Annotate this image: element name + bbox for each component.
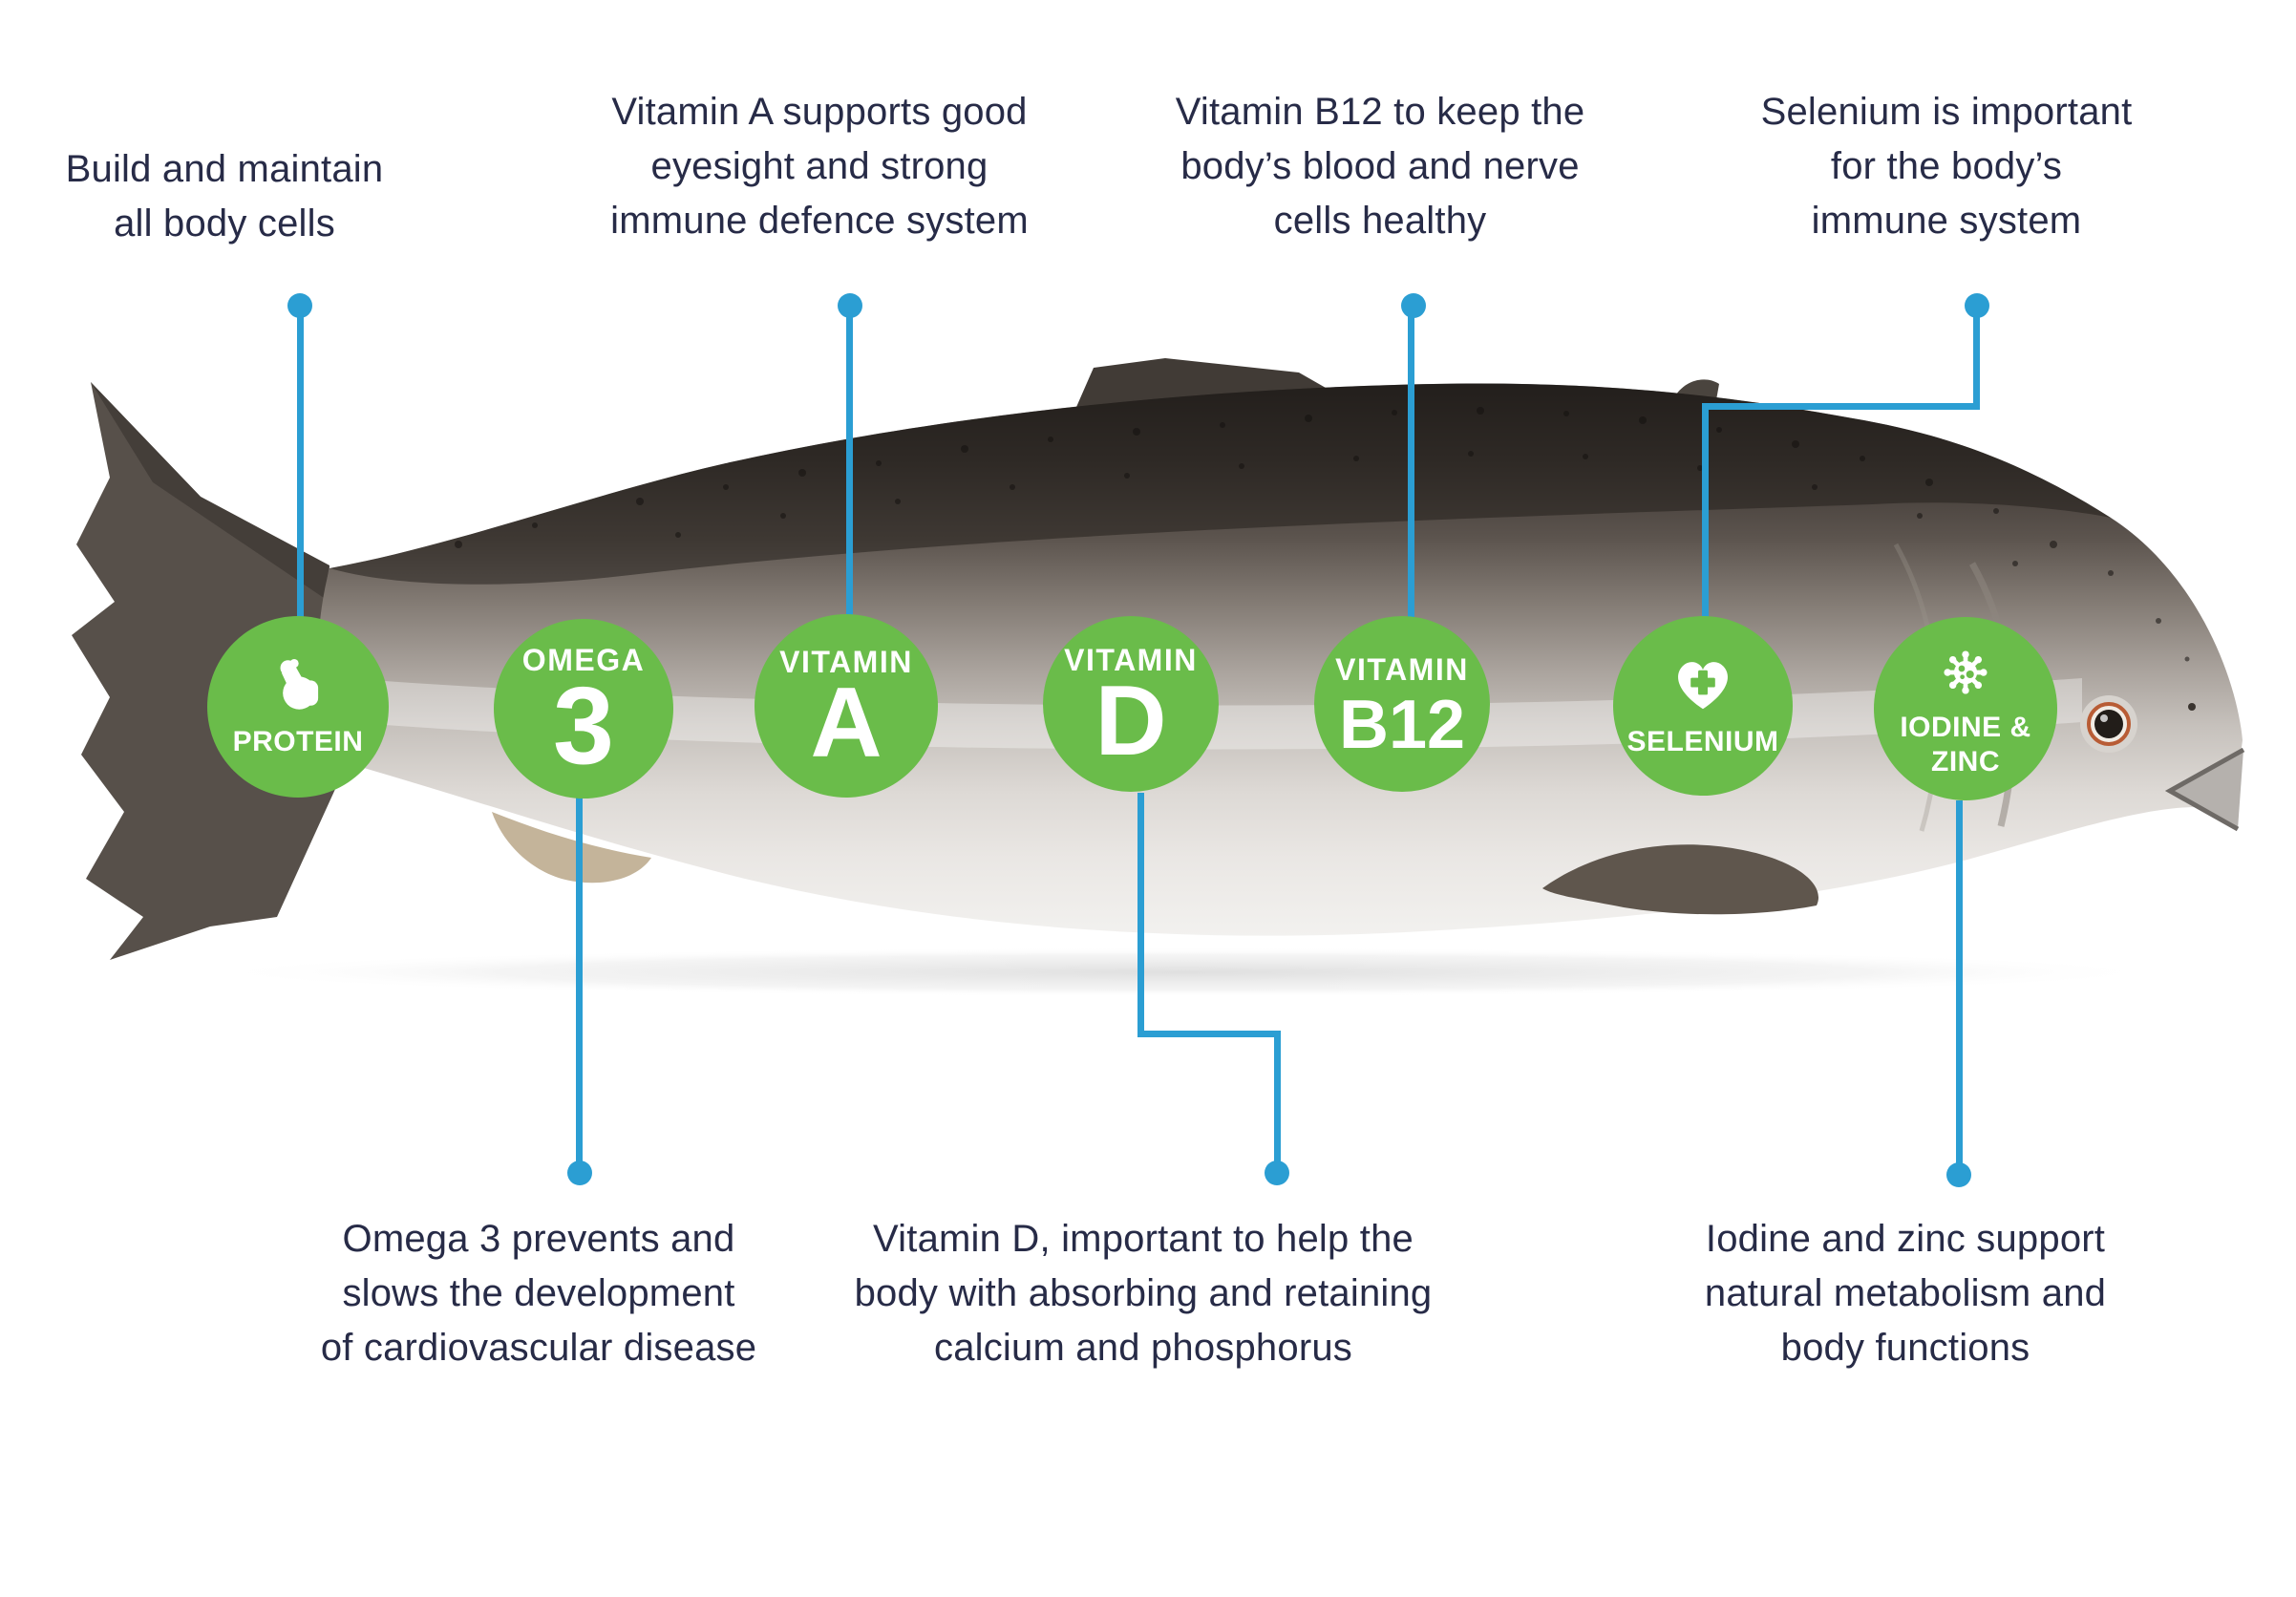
badge-protein-label: PROTEIN <box>232 726 364 757</box>
connector-omega-3-line <box>576 797 583 1163</box>
badge-selenium-label: SELENIUM <box>1626 726 1779 757</box>
badge-omega-3-word: OMEGA <box>521 642 646 677</box>
badge-vitamin-b12-letter: B12 <box>1338 686 1466 763</box>
badge-iodine-zinc: IODINE & ZINC <box>1874 617 2057 800</box>
callout-dot-protein <box>287 293 312 318</box>
badge-protein: PROTEIN <box>207 616 389 798</box>
callout-dot-vitamin-b12 <box>1401 293 1426 318</box>
badge-vitamin-d: VITAMIN D <box>1043 616 1219 792</box>
badge-vitamin-a-letter: A <box>810 667 882 778</box>
callout-dot-iodine-zinc <box>1946 1162 1971 1187</box>
connector-protein-line <box>297 315 304 619</box>
badge-vitamin-b12: VITAMIN B12 <box>1314 616 1490 792</box>
callout-text-vitamin-b12: Vitamin B12 to keep the body’s blood and… <box>1175 91 1585 242</box>
callout-dot-vitamin-d <box>1265 1160 1289 1185</box>
connector-vitamin-b12-line <box>1408 315 1414 619</box>
connector-iodine-zinc-line <box>1956 800 1963 1163</box>
callout-text-vitamin-d: Vitamin D, important to help the body wi… <box>854 1218 1433 1369</box>
callout-text-selenium: Selenium is important for the body’s imm… <box>1760 91 2133 242</box>
callout-text-vitamin-a: Vitamin A supports good eyesight and str… <box>610 91 1029 242</box>
callout-dot-selenium <box>1965 293 1989 318</box>
connector-selenium-segment-1 <box>1973 315 1980 410</box>
callout-dot-omega-3 <box>567 1160 592 1185</box>
connector-vitamin-d-segment-3 <box>1274 1031 1281 1163</box>
connector-selenium-segment-3 <box>1702 403 1709 621</box>
badge-selenium: SELENIUM <box>1613 616 1793 796</box>
callout-dot-vitamin-a <box>838 293 862 318</box>
muscle-arm-icon <box>266 655 330 714</box>
badge-vitamin-d-word: VITAMIN <box>1064 642 1198 677</box>
callout-text-protein: Build and maintain all body cells <box>65 148 384 245</box>
badge-iodine-zinc-label-line1: IODINE & <box>1900 712 2031 743</box>
connector-selenium-segment-2 <box>1702 403 1980 410</box>
badge-vitamin-a: VITAMIN A <box>755 614 938 798</box>
badge-vitamin-d-letter: D <box>1095 665 1167 777</box>
badge-vitamin-b12-word: VITAMIN <box>1335 651 1469 687</box>
badge-vitamin-a-word: VITAMIN <box>779 644 913 679</box>
badge-omega-3: OMEGA 3 <box>494 619 673 798</box>
heart-cross-icon <box>1668 653 1738 714</box>
connector-vitamin-d-segment-2 <box>1137 1031 1281 1037</box>
connector-vitamin-a-line <box>846 315 853 617</box>
microbe-icon <box>1932 639 1999 706</box>
callout-text-iodine-zinc: Iodine and zinc support natural metaboli… <box>1704 1218 2107 1369</box>
badge-omega-3-number: 3 <box>553 664 614 787</box>
connector-vitamin-d-segment-1 <box>1137 793 1144 1037</box>
callout-text-omega-3: Omega 3 prevents and slows the developme… <box>320 1218 757 1369</box>
badge-iodine-zinc-label-line2: ZINC <box>1931 746 2000 777</box>
